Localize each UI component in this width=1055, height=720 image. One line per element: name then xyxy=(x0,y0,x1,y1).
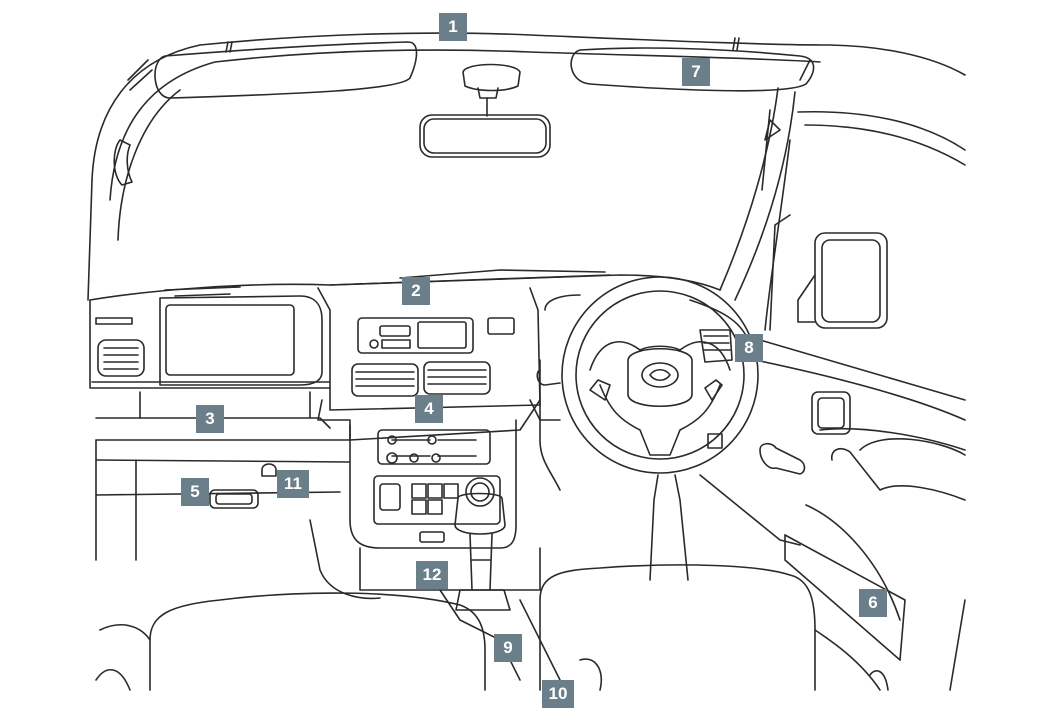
roof-and-windshield-frame xyxy=(87,32,966,301)
callout-12: 12 xyxy=(416,561,448,589)
door-trim xyxy=(759,391,966,691)
callout-9: 9 xyxy=(494,634,522,662)
callout-2: 2 xyxy=(402,277,430,305)
left-pillar-handle xyxy=(113,139,133,186)
glovebox-area xyxy=(95,391,351,561)
callout-10: 10 xyxy=(542,680,574,708)
callout-6: 6 xyxy=(859,589,887,617)
passenger-dash-panel xyxy=(159,295,323,386)
steering-wheel xyxy=(561,276,759,581)
right-door-frame xyxy=(699,109,966,546)
callout-4: 4 xyxy=(415,395,443,423)
center-console xyxy=(309,419,541,600)
side-mirror xyxy=(797,232,888,329)
callout-7: 7 xyxy=(682,58,710,86)
left-air-vent xyxy=(97,339,145,377)
center-stack xyxy=(317,287,541,441)
driver-dash xyxy=(529,294,749,491)
callout-8: 8 xyxy=(735,334,763,362)
callout-11: 11 xyxy=(277,470,309,498)
sun-visors xyxy=(127,41,815,99)
callout-3: 3 xyxy=(196,405,224,433)
seats xyxy=(95,564,889,691)
callout-1: 1 xyxy=(439,13,467,41)
callout-5: 5 xyxy=(181,478,209,506)
rearview-mirror xyxy=(419,63,551,158)
